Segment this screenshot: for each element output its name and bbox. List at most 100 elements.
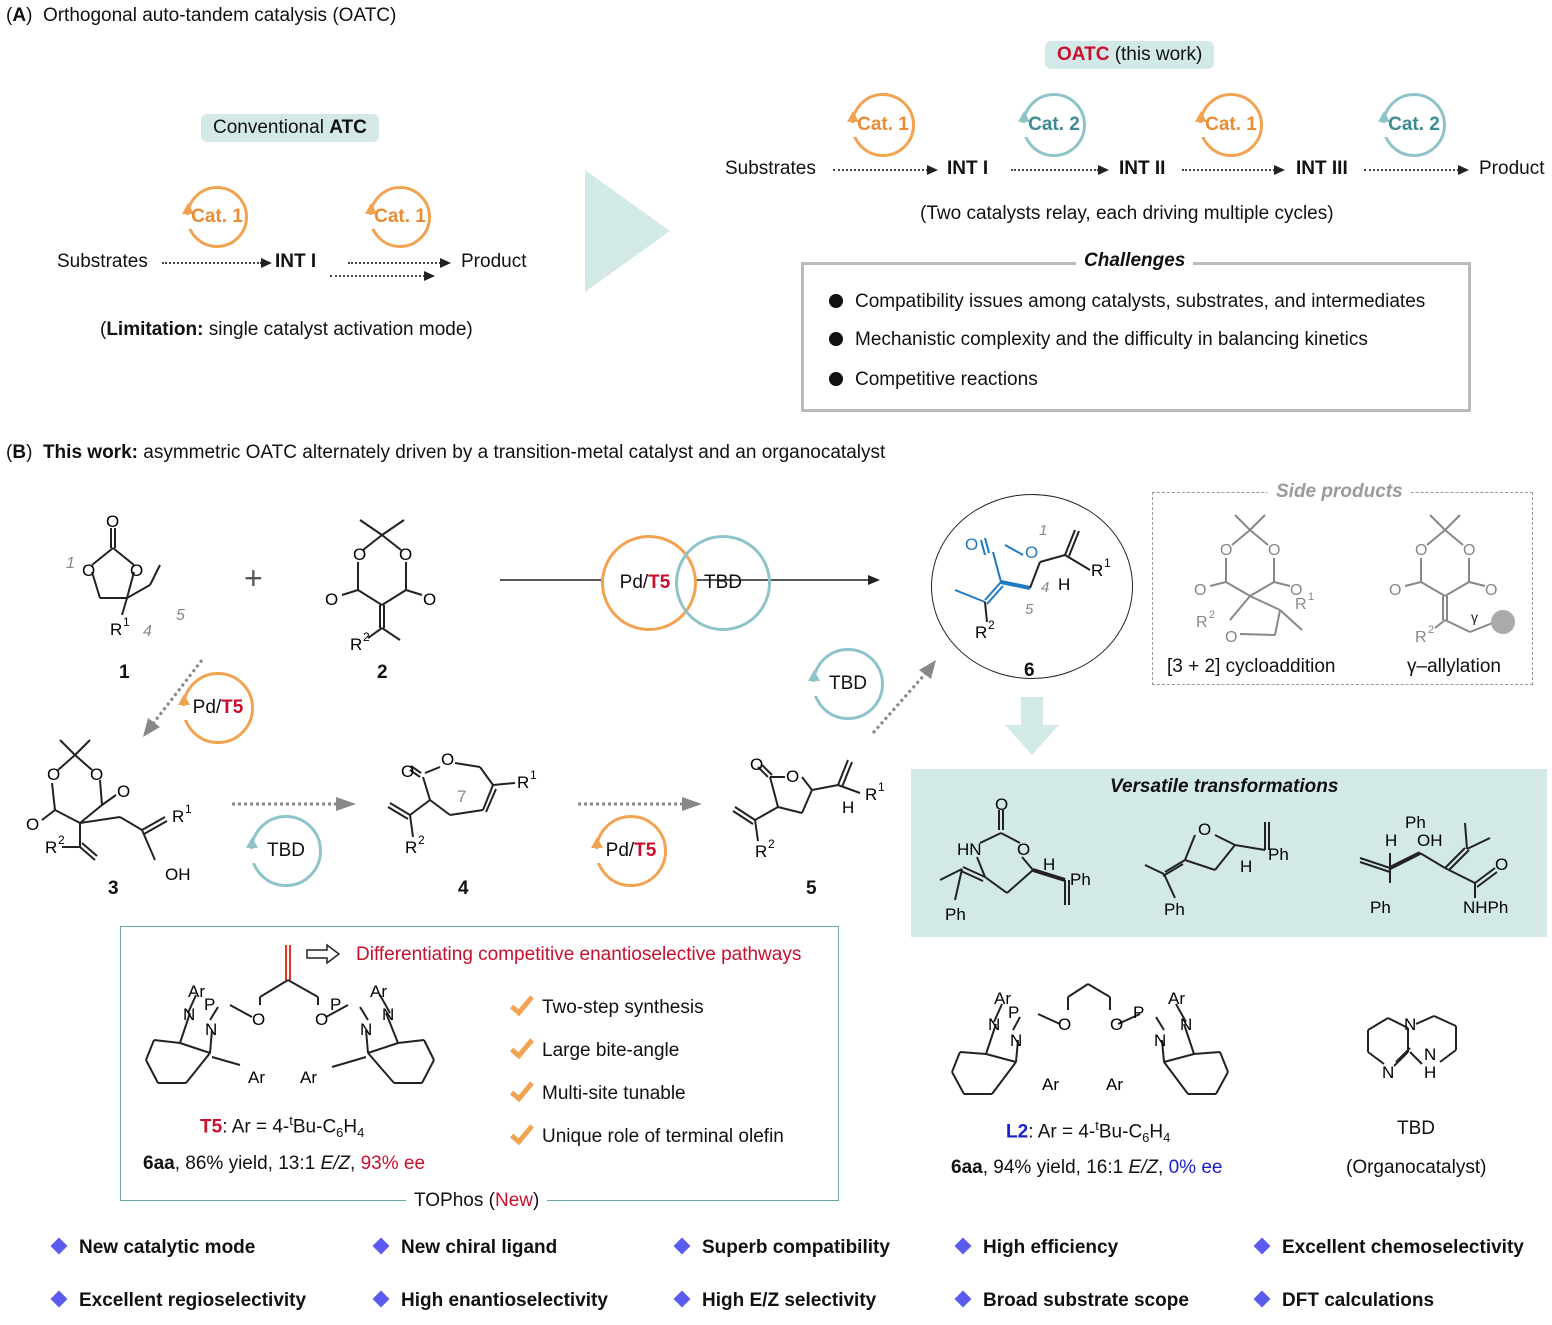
svg-text:1: 1 xyxy=(123,615,130,629)
svg-text:N: N xyxy=(382,1005,394,1024)
svg-text:N: N xyxy=(205,1020,217,1039)
check-icon xyxy=(510,1123,532,1145)
svg-text:H: H xyxy=(1385,831,1397,850)
conv-substrates: Substrates xyxy=(57,251,148,272)
oatc-cat2-cycle-1: Cat. 2 xyxy=(1018,93,1086,157)
feature-item: Excellent chemoselectivity xyxy=(1256,1237,1524,1259)
oatc-int3: INT III xyxy=(1296,158,1348,179)
down-arrow-icon xyxy=(1005,697,1059,755)
challenge-item: Competitive reactions xyxy=(829,369,1038,391)
svg-text:Ph: Ph xyxy=(1164,900,1185,919)
plus-sign: + xyxy=(244,560,263,596)
oatc-cat1-cycle-2: Cat. 1 xyxy=(1195,93,1263,157)
feature-item: New catalytic mode xyxy=(53,1237,255,1259)
side-product-allyl-label: γ–allylation xyxy=(1407,656,1501,677)
conv-product: Product xyxy=(461,251,527,272)
dotted-arrow-1-to-3 xyxy=(143,659,204,737)
svg-text:R: R xyxy=(1091,561,1103,580)
svg-text:2: 2 xyxy=(363,630,370,644)
svg-text:N: N xyxy=(1180,1015,1192,1034)
challenge-item: Mechanistic complexity and the difficult… xyxy=(829,329,1368,351)
challenges-title: Challenges xyxy=(1076,250,1194,272)
conventional-atc-label: Conventional ATC xyxy=(201,114,379,142)
svg-text:O: O xyxy=(130,561,143,580)
svg-text:O: O xyxy=(1225,629,1237,646)
svg-text:R: R xyxy=(1415,629,1427,646)
check-item: Unique role of terminal olefin xyxy=(510,1123,784,1148)
svg-text:P: P xyxy=(204,995,215,1014)
svg-text:Ar: Ar xyxy=(188,982,205,1001)
svg-text:O: O xyxy=(995,795,1008,814)
svg-text:Ar: Ar xyxy=(370,982,387,1001)
svg-text:2: 2 xyxy=(1428,624,1434,636)
svg-text:7: 7 xyxy=(457,787,466,806)
svg-text:O: O xyxy=(90,765,103,784)
feature-item: DFT calculations xyxy=(1256,1290,1434,1312)
transform-oxazinanone-structure: O HN O H Ph Ph xyxy=(939,795,1091,924)
svg-text:NHPh: NHPh xyxy=(1463,898,1508,917)
t5-label: T5: Ar = 4-tBu-C6H4 xyxy=(200,1113,365,1141)
compound-2-number: 2 xyxy=(377,662,388,683)
svg-text:Ph: Ph xyxy=(1070,870,1091,889)
svg-text:Ar: Ar xyxy=(994,989,1011,1008)
conv-int1: INT I xyxy=(275,251,317,272)
svg-text:2: 2 xyxy=(1209,609,1215,621)
svg-text:P: P xyxy=(330,995,341,1014)
svg-text:P: P xyxy=(1008,1003,1019,1022)
cat1-cycle-b: Cat. 1 xyxy=(365,186,431,248)
check-item: Two-step synthesis xyxy=(510,994,704,1019)
svg-text:H: H xyxy=(1043,855,1055,874)
panel-a-title: (A) Orthogonal auto-tandem catalysis (OA… xyxy=(6,5,397,26)
svg-text:O: O xyxy=(1220,542,1232,559)
oatc-arrow-1 xyxy=(833,165,938,175)
svg-text:Ph: Ph xyxy=(1405,813,1426,832)
compound-4-number: 4 xyxy=(458,878,469,899)
svg-text:O: O xyxy=(26,815,39,834)
transform-amide-structure: Ph OH H O Ph NHPh xyxy=(1359,813,1508,917)
oatc-product: Product xyxy=(1479,158,1545,179)
svg-text:N: N xyxy=(1424,1045,1436,1064)
svg-text:O: O xyxy=(82,561,95,580)
svg-text:O: O xyxy=(1110,1015,1123,1034)
check-item: Multi-site tunable xyxy=(510,1080,686,1105)
svg-text:O: O xyxy=(1268,542,1280,559)
svg-text:OH: OH xyxy=(1417,831,1443,850)
svg-text:5: 5 xyxy=(1025,601,1034,618)
svg-text:O: O xyxy=(1495,855,1508,874)
feature-item: Superb compatibility xyxy=(676,1237,890,1259)
svg-text:O: O xyxy=(1058,1015,1071,1034)
tbd-dual-cycle: TBD xyxy=(675,535,771,631)
svg-text:R: R xyxy=(45,838,57,857)
tbd-structure: N N H N xyxy=(1367,1015,1457,1082)
svg-text:N: N xyxy=(1010,1031,1022,1050)
svg-text:P: P xyxy=(1133,1003,1144,1022)
challenge-item: Compatibility issues among catalysts, su… xyxy=(829,291,1425,313)
svg-text:OH: OH xyxy=(165,865,191,884)
svg-text:R: R xyxy=(350,635,362,654)
l2-label: L2: Ar = 4-tBu-C6H4 xyxy=(1006,1118,1171,1146)
svg-text:N: N xyxy=(988,1015,1000,1034)
cat1-cycle-a: Cat. 1 xyxy=(182,186,248,248)
arrow-outline-icon xyxy=(306,943,341,965)
tbd-subtitle: (Organocatalyst) xyxy=(1346,1157,1487,1178)
svg-text:2: 2 xyxy=(58,833,65,847)
svg-text:O: O xyxy=(47,765,60,784)
svg-text:H: H xyxy=(842,798,854,817)
svg-text:O: O xyxy=(423,590,436,609)
svg-text:O: O xyxy=(441,750,454,769)
svg-text:O: O xyxy=(399,545,412,564)
svg-text:N: N xyxy=(1404,1015,1416,1034)
feature-item: High E/Z selectivity xyxy=(676,1290,876,1312)
conv-arrow-3 xyxy=(330,271,435,281)
svg-text:O: O xyxy=(401,762,414,781)
feature-item: New chiral ligand xyxy=(375,1237,557,1259)
svg-text:2: 2 xyxy=(988,618,995,632)
svg-text:O: O xyxy=(325,590,338,609)
svg-text:1: 1 xyxy=(66,555,75,572)
